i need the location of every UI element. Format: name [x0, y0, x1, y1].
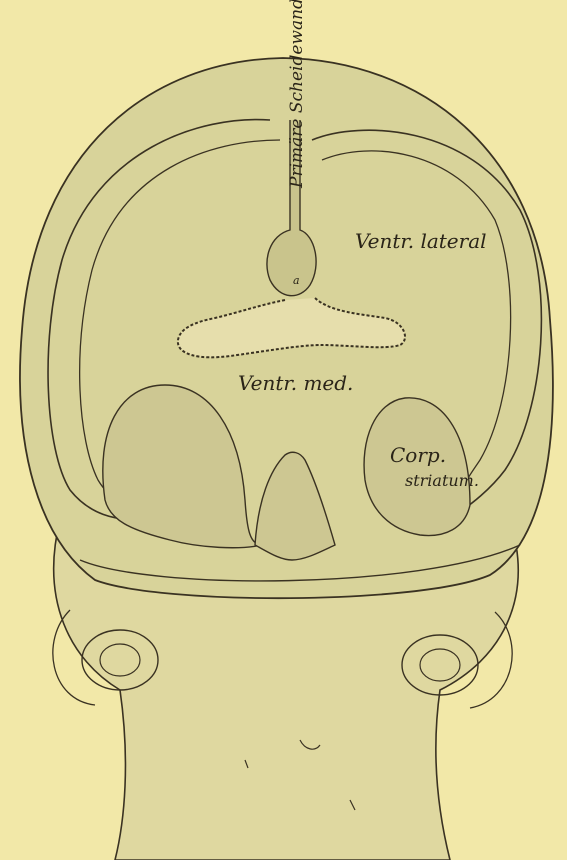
label-medial-ventricle: Ventr. med.	[238, 371, 353, 395]
label-primary-septum: Primäre Scheidewand	[287, 0, 307, 189]
label-corpus-striatum-line2: striatum.	[405, 471, 479, 490]
label-corpus-striatum-line1: Corp.	[390, 443, 446, 467]
label-marker-a: a	[293, 274, 300, 287]
label-lateral-ventricle: Ventr. lateral	[355, 229, 487, 253]
